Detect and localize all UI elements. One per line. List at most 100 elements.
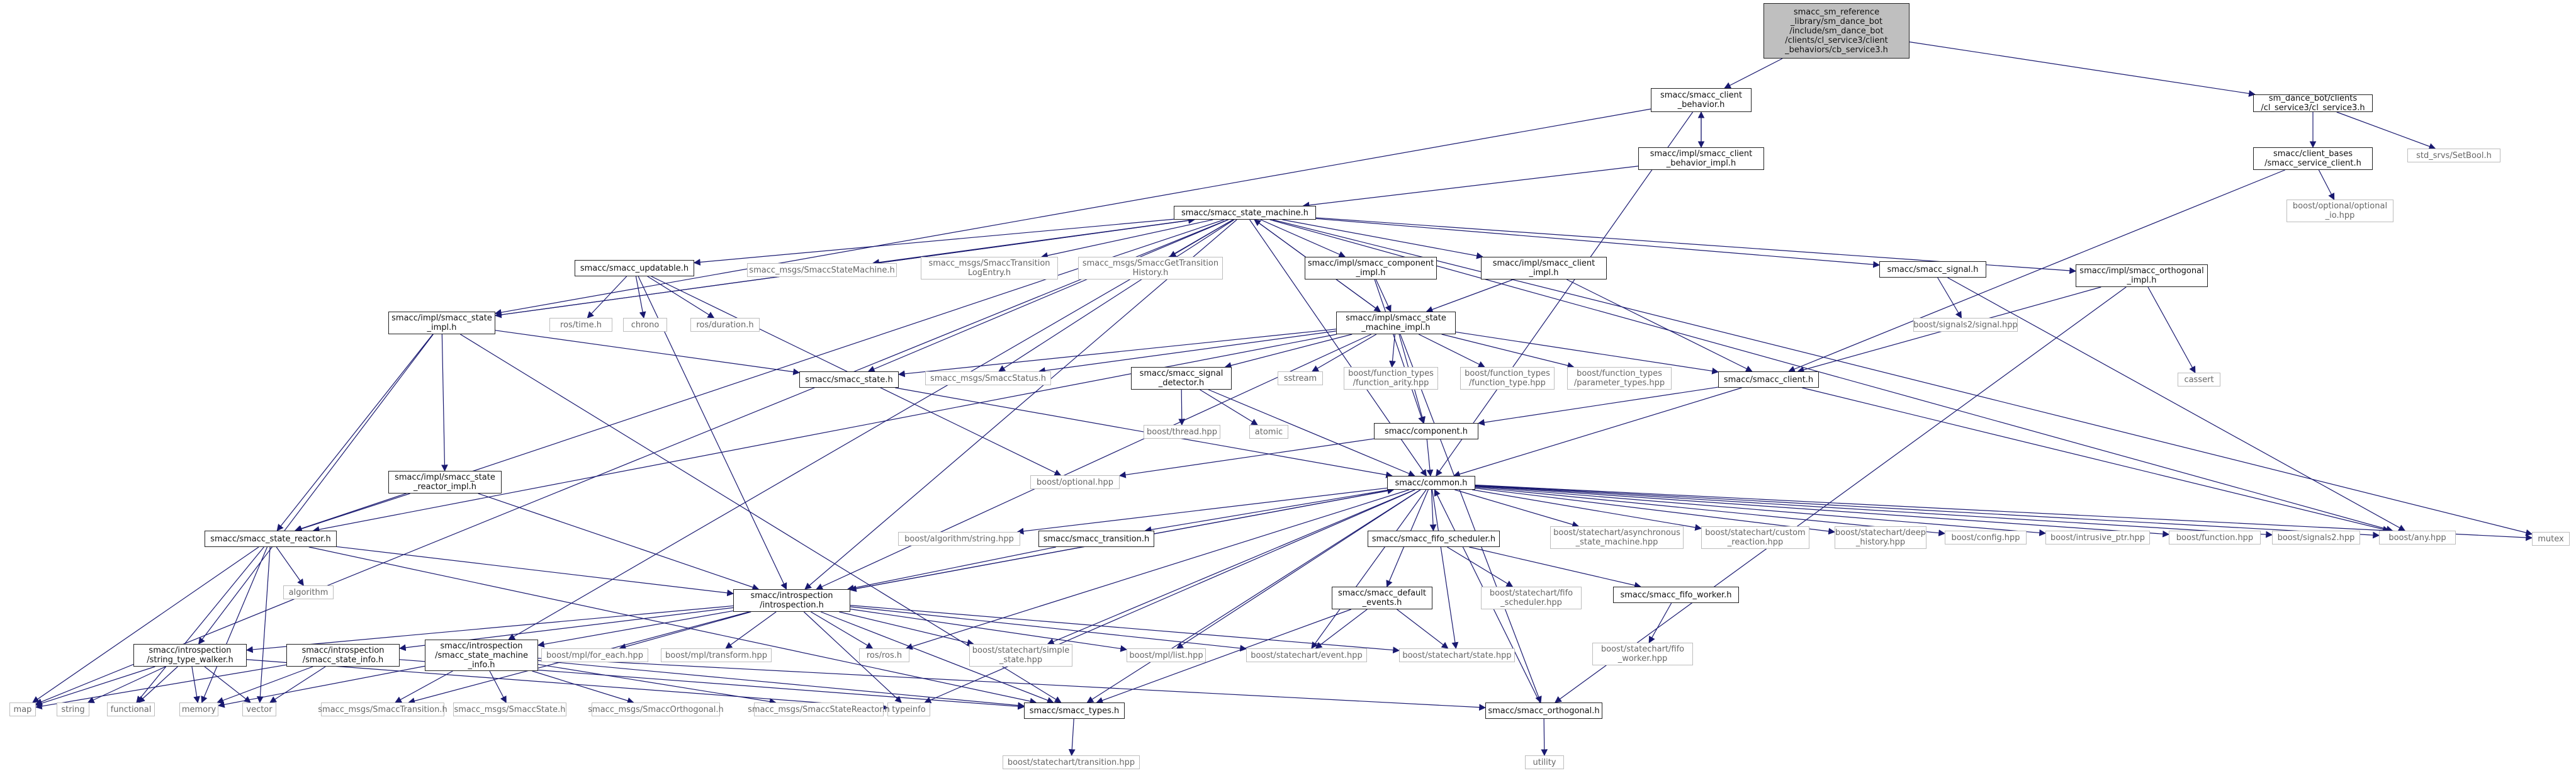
- node-service-client[interactable]: smacc/client_bases /smacc_service_client…: [2253, 147, 2373, 170]
- edge-updatable-to-ros-duration: [647, 276, 715, 319]
- node-updatable[interactable]: smacc/smacc_updatable.h: [575, 260, 694, 276]
- edge-fifo-scheduler-to-fifo-sched-hpp: [1447, 546, 1514, 587]
- node-component-impl[interactable]: smacc/impl/smacc_component _impl.h: [1305, 257, 1437, 279]
- edge-common-to-simple-state: [1047, 489, 1415, 645]
- node-transition[interactable]: smacc/smacc_transition.h: [1038, 531, 1154, 547]
- node-string: string: [57, 702, 89, 716]
- node-async-sm: boost/statechart/asynchronous _state_mac…: [1550, 526, 1684, 549]
- node-msg-reactor: smacc_msgs/SmaccStateReactor.h: [748, 702, 890, 716]
- edge-client-behavior-impl-to-state-machine: [1302, 166, 1639, 209]
- node-signals2-signal: boost/signals2/signal.hpp: [1913, 318, 2018, 332]
- node-boost-any: boost/any.hpp: [2379, 531, 2456, 544]
- edge-common-to-sc-state: [1432, 489, 1459, 650]
- edge-state-machine-to-boost-any: [1269, 219, 2393, 533]
- node-sm-impl[interactable]: smacc/impl/smacc_state _machine_impl.h: [1336, 312, 1456, 334]
- edge-state-reactor-impl-to-introspection: [478, 493, 760, 590]
- node-smacc-orthogonal[interactable]: smacc/smacc_orthogonal.h: [1485, 702, 1602, 719]
- edge-state-impl-to-state-reactor-impl: [441, 334, 448, 472]
- node-state-impl[interactable]: smacc/impl/smacc_state _impl.h: [388, 312, 495, 334]
- node-fifo-worker[interactable]: smacc/smacc_fifo_worker.h: [1613, 587, 1739, 603]
- edge-smacc-types-to-sc-transition: [1068, 718, 1076, 757]
- edge-sm-info-to-msg-orthogonal: [532, 670, 634, 704]
- edge-sm-impl-to-smacc-orthogonal: [1400, 334, 1542, 704]
- node-boost-signals2: boost/signals2.hpp: [2272, 531, 2360, 544]
- node-state-machine[interactable]: smacc/smacc_state_machine.h: [1174, 206, 1316, 220]
- node-cl-service3[interactable]: sm_dance_bot/clients /cl_service3/cl_ser…: [2253, 94, 2373, 113]
- edge-fifo-worker-to-fifo-worker-hpp: [1648, 602, 1672, 643]
- edge-introspection-to-mpl-list: [850, 609, 1128, 652]
- edge-state-reactor-to-memory: [201, 546, 268, 703]
- node-default-events[interactable]: smacc/smacc_default _events.h: [1332, 587, 1432, 609]
- edge-sm-impl-to-signal-detector: [1224, 334, 1353, 369]
- edge-common-to-typeinfo: [924, 489, 1415, 704]
- edge-smacc-client-to-boost-any: [1802, 387, 2390, 533]
- edge-sm-impl-to-ft-type: [1418, 334, 1485, 368]
- edge-state-impl-to-smacc-state: [495, 330, 801, 376]
- node-mpl-for-each: boost/mpl/for_each.hpp: [541, 648, 648, 662]
- edge-state-machine-to-sm-info: [508, 219, 1234, 640]
- node-state-reactor-impl[interactable]: smacc/impl/smacc_state _reactor_impl.h: [388, 471, 502, 494]
- edge-state-machine-to-msg-status: [998, 219, 1235, 372]
- edge-fifo-scheduler-to-fifo-worker: [1469, 546, 1641, 589]
- node-smacc-client[interactable]: smacc/smacc_client.h: [1718, 371, 1819, 388]
- edge-service-client-to-boost-optional-io: [2318, 169, 2335, 200]
- edge-sm-info-to-smacc-types: [537, 660, 1025, 709]
- node-utility: utility: [1525, 755, 1564, 769]
- edge-service-client-to-smacc-client: [1788, 169, 2285, 373]
- node-string-type-walker[interactable]: smacc/introspection /string_type_walker.…: [133, 644, 247, 667]
- node-map: map: [9, 702, 36, 716]
- edge-string-type-walker-to-typeinfo: [246, 659, 889, 711]
- edge-sm-impl-to-msg-status: [1038, 330, 1337, 375]
- edge-updatable-to-chrono: [635, 276, 646, 319]
- node-ft-arity: boost/function_types /function_arity.hpp: [1344, 367, 1438, 390]
- edge-default-events-to-sc-state: [1397, 609, 1449, 649]
- node-introspection[interactable]: smacc/introspection /introspection.h: [733, 589, 850, 612]
- edge-state-reactor-to-algorithm: [276, 546, 304, 586]
- edge-introspection-to-sc-state: [850, 605, 1400, 654]
- edge-component-impl-to-sm-impl: [1375, 279, 1392, 312]
- node-smacc-types[interactable]: smacc/smacc_types.h: [1024, 702, 1125, 719]
- node-boost-thread: boost/thread.hpp: [1144, 425, 1220, 439]
- edge-common-to-boost-config: [1475, 487, 1946, 536]
- edge-component-to-common: [1426, 439, 1434, 477]
- node-component[interactable]: smacc/component.h: [1374, 423, 1478, 439]
- edge-introspection-to-mpl-transform: [725, 611, 777, 649]
- node-ros-h: ros/ros.h: [859, 648, 909, 662]
- node-client-impl[interactable]: smacc/impl/smacc_client _impl.h: [1481, 257, 1607, 279]
- node-msg-transition: smacc_msgs/SmaccTransition.h: [318, 702, 447, 716]
- node-state-reactor[interactable]: smacc/smacc_state_reactor.h: [205, 531, 337, 547]
- node-mutex: mutex: [2532, 532, 2570, 546]
- edge-state-machine-to-introspection: [804, 219, 1237, 590]
- edge-sm-info-to-smacc-orthogonal: [537, 658, 1487, 711]
- node-sm-info[interactable]: smacc/introspection /smacc_state_machine…: [425, 640, 538, 671]
- edge-common-to-boost-any: [1475, 485, 2380, 539]
- node-smacc-state[interactable]: smacc/smacc_state.h: [799, 371, 899, 388]
- node-client-behavior-impl[interactable]: smacc/impl/smacc_client _behavior_impl.h: [1638, 147, 1764, 170]
- edge-state-impl-to-state-reactor: [276, 334, 434, 531]
- node-client-behavior[interactable]: smacc/smacc_client _behavior.h: [1651, 88, 1752, 112]
- edge-component-to-boost-optional: [1118, 438, 1375, 478]
- edge-transition-to-introspection: [846, 546, 1056, 592]
- node-mpl-transform: boost/mpl/transform.hpp: [661, 648, 772, 662]
- node-signal[interactable]: smacc/smacc_signal.h: [1879, 261, 1986, 278]
- node-boost-config: boost/config.hpp: [1945, 531, 2027, 544]
- node-root[interactable]: smacc_sm_reference _library/sm_dance_bot…: [1763, 3, 1910, 59]
- node-orthogonal-impl[interactable]: smacc/impl/smacc_orthogonal _impl.h: [2076, 264, 2208, 287]
- edge-state-reactor-to-introspection: [336, 546, 734, 597]
- node-signal-detector[interactable]: smacc/smacc_signal _detector.h: [1131, 367, 1232, 390]
- edge-common-to-deep-history: [1475, 487, 1836, 535]
- node-msg-orthogonal: smacc_msgs/SmaccOrthogonal.h: [588, 702, 724, 716]
- edge-state-machine-to-msg-translog: [1040, 219, 1213, 259]
- node-common[interactable]: smacc/common.h: [1387, 476, 1475, 490]
- node-fifo-sched-hpp: boost/statechart/fifo _scheduler.hpp: [1481, 587, 1582, 609]
- node-setbool: std_srvs/SetBool.h: [2407, 149, 2500, 162]
- node-state-info[interactable]: smacc/introspection /smacc_state_info.h: [286, 644, 400, 667]
- edge-orthogonal-impl-to-cassert: [2147, 286, 2196, 373]
- edge-state-reactor-to-vector: [256, 546, 271, 704]
- node-msg-sm: smacc_msgs/SmaccStateMachine.h: [747, 263, 897, 277]
- edge-common-to-custom-reaction: [1472, 489, 1702, 531]
- edge-signal-detector-to-boost-thread: [1178, 389, 1186, 426]
- node-fifo-scheduler[interactable]: smacc/smacc_fifo_scheduler.h: [1368, 531, 1500, 547]
- edge-state-reactor-to-smacc-types: [308, 546, 1037, 705]
- node-msg-gethist: smacc_msgs/SmaccGetTransition History.h: [1078, 257, 1223, 279]
